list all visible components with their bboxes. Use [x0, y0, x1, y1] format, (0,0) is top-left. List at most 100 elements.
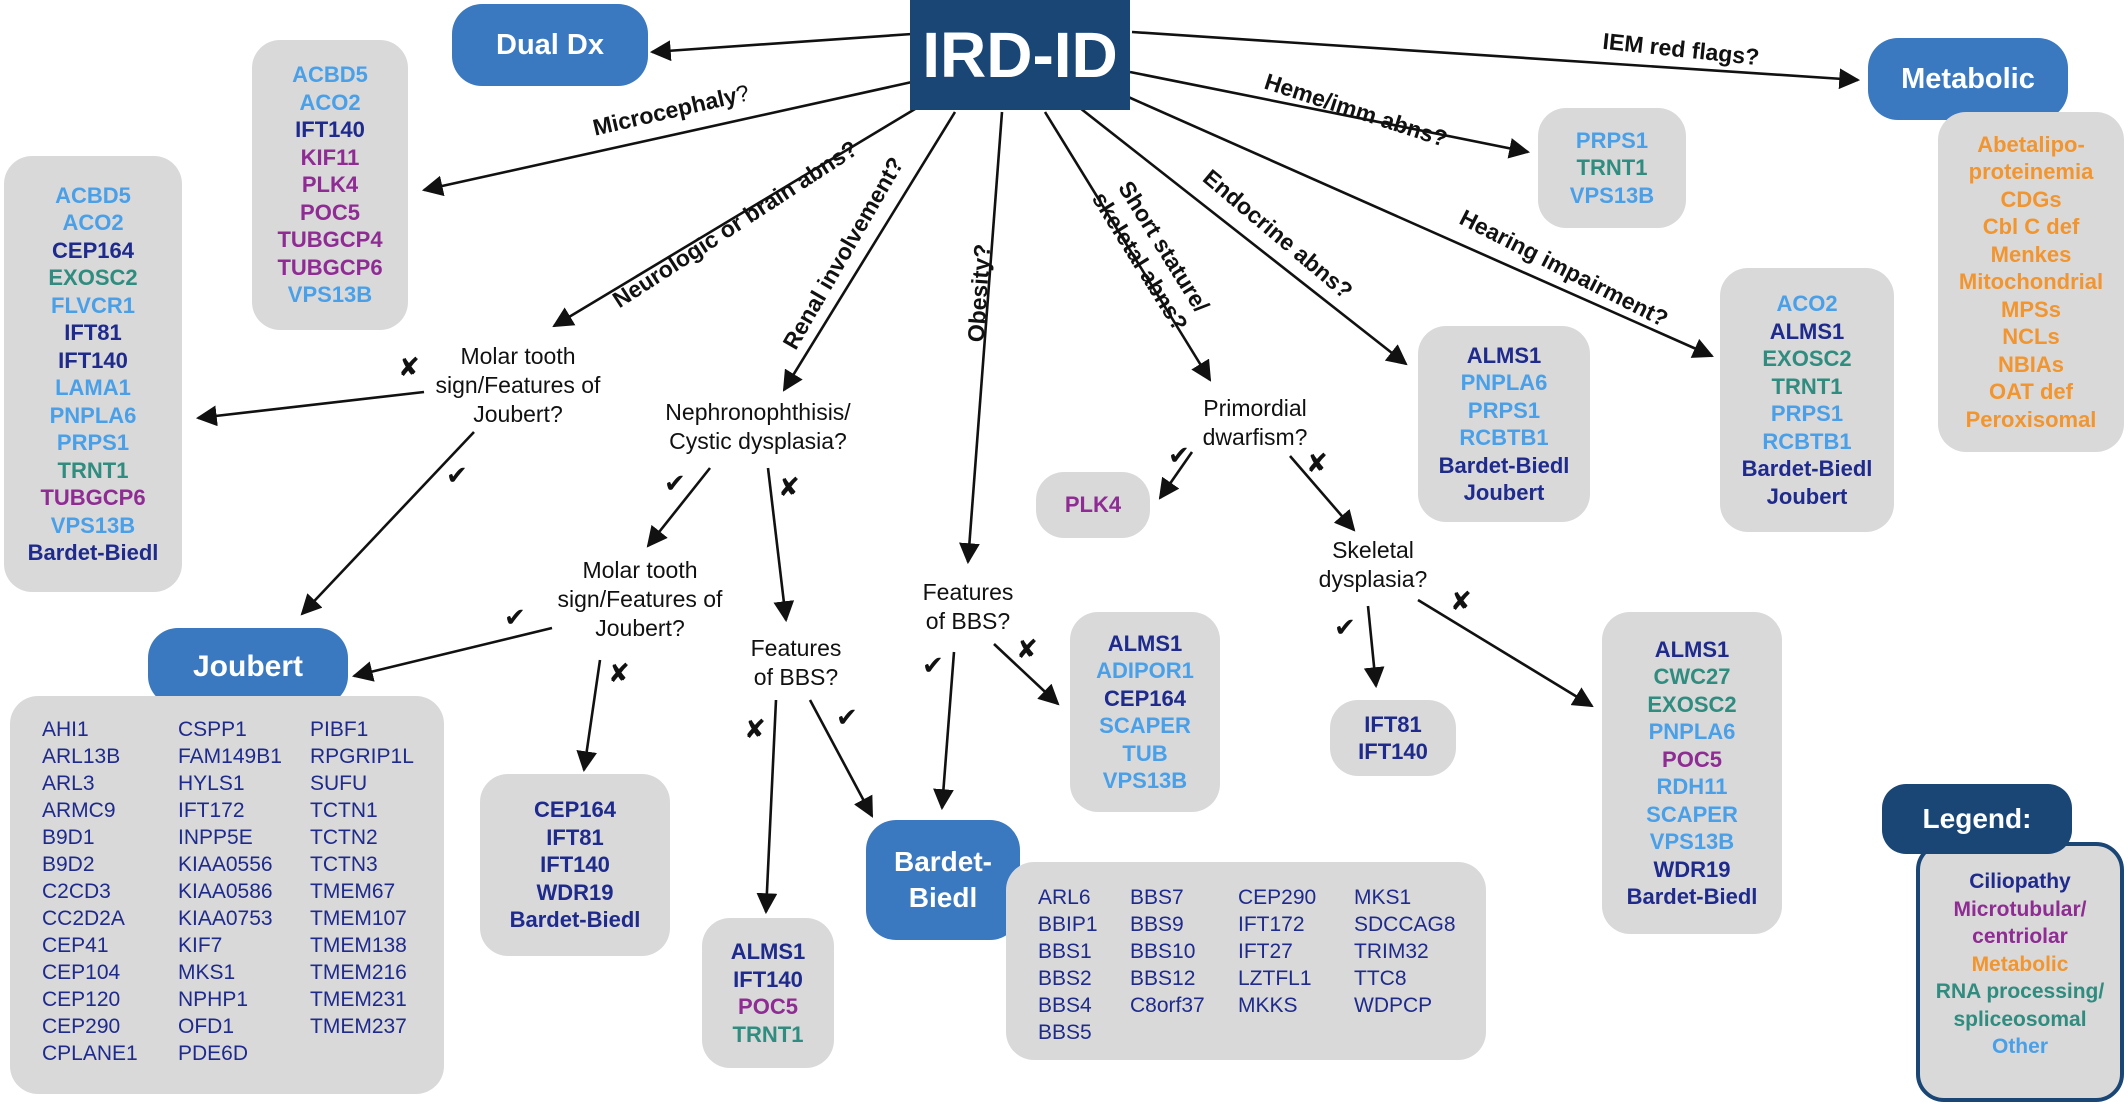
edge-primordial-yes [1158, 451, 1194, 500]
legend-item-6: Other [1991, 1035, 2048, 1058]
no-mark-molar2: ✘ [608, 658, 630, 688]
bcol-gene-1-1: BBS9 [1130, 913, 1184, 936]
jcol-gene-1-10: NPHP1 [178, 988, 249, 1011]
gene-hearing-5: RCBTB1 [1762, 428, 1852, 454]
gene-molar2_no-4: Bardet-Biedl [509, 907, 641, 933]
gene-bbs_obesity_no-4: TUB [1122, 740, 1168, 766]
bcol-gene-2-2: IFT27 [1238, 940, 1293, 963]
gene-microcephaly-2: IFT140 [295, 117, 365, 143]
bcol-gene-1-2: BBS10 [1130, 940, 1196, 963]
gene-metabolic_list-4: Menkes [1990, 241, 2072, 267]
root-label: IRD-ID [922, 19, 1118, 91]
jcol-gene-0-3: ARMC9 [42, 799, 116, 822]
bcol-gene-2-0: CEP290 [1238, 886, 1317, 909]
question-molar-tooth-1: Molar tooth sign/Features of Joubert? [435, 343, 601, 427]
dual-dx-node: Dual Dx [452, 4, 648, 86]
gene-molar2_no-0: CEP164 [534, 797, 616, 823]
gene-skeletal_no-7: VPS13B [1649, 829, 1735, 854]
gene-molar2_no-3: WDR19 [536, 879, 614, 905]
gene-bbs_obesity_no-0: ALMS1 [1107, 630, 1183, 656]
yes-mark-bbs-obesity: ✔ [922, 650, 944, 680]
legend-title: Legend: [1882, 784, 2072, 854]
legend-item-5: spliceosomal [1953, 1007, 2087, 1031]
no-mark-molar1: ✘ [398, 352, 420, 382]
bcol-gene-1-3: BBS12 [1130, 967, 1196, 990]
edge-bbsrenal-no [756, 699, 778, 915]
gene-neuro_no-7: LAMA1 [55, 375, 131, 400]
edge-root-endocrine [1079, 106, 1408, 366]
plk4-box: PLK4 [1036, 472, 1150, 538]
gene-neuro_no-3: EXOSC2 [48, 265, 138, 290]
edge-nephro-yes [646, 467, 712, 548]
jcol-gene-2-0: PIBF1 [310, 718, 369, 741]
jcol-gene-1-6: KIAA0586 [178, 880, 273, 903]
jcol-gene-2-6: TMEM67 [310, 880, 396, 903]
jcol-gene-2-7: TMEM107 [310, 907, 407, 930]
bcol-gene-2-3: LZTFL1 [1238, 967, 1312, 990]
edge-bbsrenal-yes [808, 699, 874, 818]
gene-metabolic_list-6: MPSs [2001, 296, 2061, 322]
edge-root-heme [1129, 70, 1531, 159]
edge-molar1-no [195, 390, 425, 427]
gene-metabolic_list-10: Peroxisomal [1965, 406, 2097, 432]
legend-item-1: Microtubular/ [1953, 897, 2087, 921]
jcol-gene-1-7: KIAA0753 [178, 907, 273, 930]
gene-hearing-1: ALMS1 [1769, 318, 1845, 344]
jcol-gene-2-2: SUFU [310, 772, 368, 795]
question-bbs-renal: Features of BBS? [750, 635, 842, 690]
gene-metabolic_list-0: Abetalipo- [1977, 131, 2085, 157]
jcol-gene-2-3: TCTN1 [310, 799, 378, 822]
yes-mark-nephro: ✔ [664, 468, 686, 498]
gene-neuro_no-11: TUBGCP6 [40, 485, 146, 510]
gene-microcephaly-8: VPS13B [287, 282, 373, 308]
jcol-gene-0-11: CEP290 [42, 1015, 121, 1038]
jcol-gene-0-9: CEP104 [42, 961, 121, 984]
gene-neuro_no-1: ACO2 [62, 210, 124, 235]
gene-microcephaly-4: PLK4 [301, 172, 359, 198]
jcol-gene-0-0: AHI1 [42, 718, 89, 741]
yes-mark-molar2: ✔ [504, 602, 526, 632]
jcol-gene-0-10: CEP120 [42, 988, 121, 1011]
edge-root-obesity [959, 111, 1004, 565]
jcol-gene-2-4: TCTN2 [310, 826, 378, 849]
bcol-gene-3-0: MKS1 [1354, 886, 1412, 909]
bcol-gene-1-0: BBS7 [1130, 886, 1184, 909]
gene-plk4-0: PLK4 [1064, 492, 1122, 518]
gene-bbs_renal_no-3: TRNT1 [732, 1021, 804, 1047]
gene-skeletal_no-3: PNPLA6 [1648, 719, 1736, 744]
edge-skeletal-yes [1363, 605, 1385, 689]
jcol-gene-1-12: PDE6D [178, 1042, 249, 1065]
edge-root-iem [1131, 30, 1861, 90]
jcol-gene-0-6: C2CD3 [42, 880, 111, 903]
jcol-gene-0-4: B9D1 [42, 826, 95, 849]
yes-mark-skeletal: ✔ [1334, 612, 1356, 642]
gene-skeletal_yes-0: IFT81 [1364, 711, 1422, 737]
jcol-gene-0-2: ARL3 [42, 772, 95, 795]
bcol-gene-0-0: ARL6 [1038, 886, 1091, 909]
gene-endocrine-5: Joubert [1463, 480, 1545, 505]
joubert-genes-box [10, 696, 444, 1094]
legend-box [1916, 842, 2124, 1102]
gene-metabolic_list-9: OAT def [1989, 379, 2073, 405]
edge-skeletal-no [1417, 598, 1594, 708]
yes-mark-primordial: ✔ [1168, 440, 1190, 470]
bcol-gene-3-3: TTC8 [1354, 967, 1407, 990]
edge-root-microcephaly [421, 80, 913, 197]
gene-endocrine-4: Bardet-Biedl [1438, 452, 1570, 478]
gene-bbs_renal_no-1: IFT140 [733, 966, 803, 992]
edge-root-renal [782, 111, 957, 392]
jcol-gene-2-8: TMEM138 [310, 934, 407, 957]
question-molar-tooth-2: Molar tooth sign/Features of Joubert? [557, 557, 723, 641]
bcol-gene-3-4: WDPCP [1354, 994, 1433, 1017]
jcol-gene-1-8: KIF7 [178, 934, 223, 957]
no-mark-nephro: ✘ [778, 472, 800, 502]
